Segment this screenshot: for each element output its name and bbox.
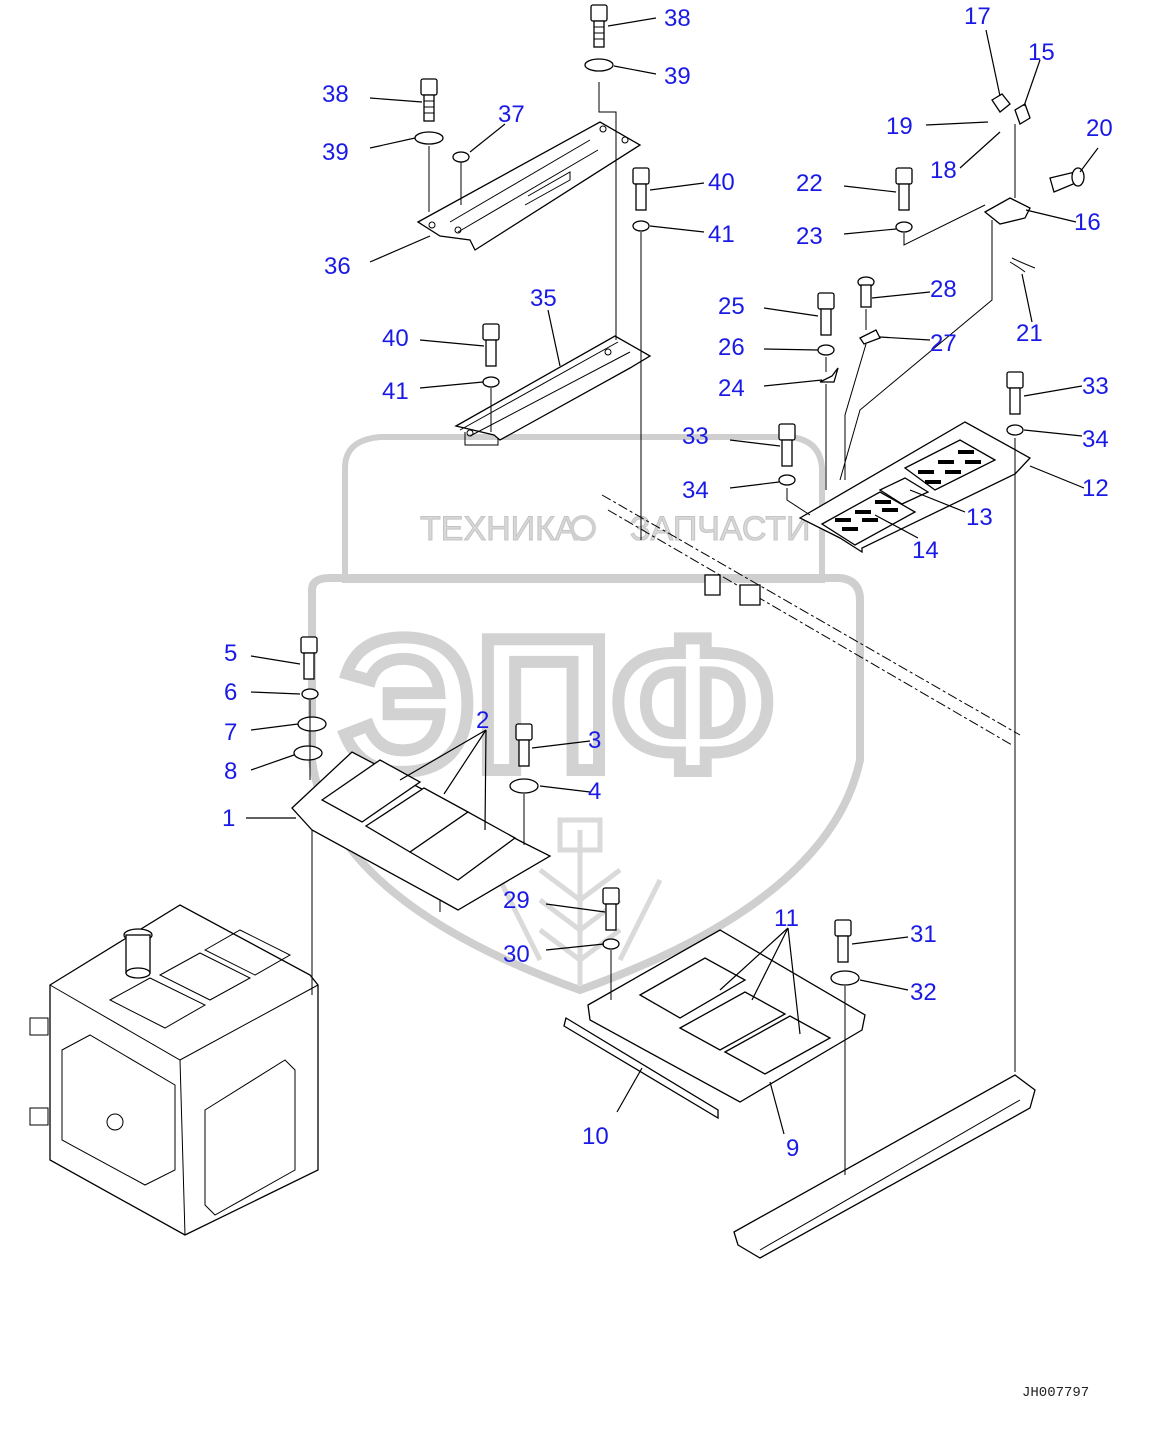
callout-40-right: 40 [708, 169, 735, 196]
callout-2: 2 [476, 707, 489, 734]
clip-24 [819, 367, 839, 383]
lower-rail [733, 1074, 1036, 1259]
watermark-text-left: ТЕХНИКА [420, 510, 578, 548]
bolt-38-right [590, 4, 608, 48]
bolt-29 [602, 887, 620, 931]
bolt-38-left [420, 78, 438, 122]
latch-assembly [983, 93, 1085, 273]
floor-plate-12 [798, 421, 1032, 554]
bolt-31 [834, 919, 852, 963]
bolt-40-right [632, 167, 650, 211]
leader-lines [246, 17, 1099, 1135]
callout-41-right: 41 [708, 221, 735, 248]
washer-32 [830, 970, 860, 986]
callout-8: 8 [224, 758, 237, 785]
callout-40-left: 40 [382, 325, 409, 352]
callout-23: 23 [796, 223, 823, 250]
callout-4: 4 [588, 778, 601, 805]
callout-38-left: 38 [322, 81, 349, 108]
bolt-25 [817, 292, 835, 336]
bolt-22 [895, 167, 913, 211]
washer-8 [293, 745, 323, 761]
callout-39-right: 39 [664, 63, 691, 90]
callout-11: 11 [774, 905, 799, 932]
nut-37 [452, 151, 470, 163]
washer-39-left [414, 131, 444, 145]
callout-33-left: 33 [682, 423, 709, 450]
callout-10: 10 [582, 1123, 609, 1150]
callout-9: 9 [786, 1135, 799, 1162]
callout-19: 19 [886, 113, 913, 140]
washer-34-right [1006, 424, 1024, 436]
callout-7: 7 [224, 719, 237, 746]
bracket-36 [416, 121, 642, 251]
callout-27: 27 [930, 330, 957, 357]
bolt-33-right [1006, 371, 1024, 415]
washer-41-right [632, 220, 650, 232]
callout-5: 5 [224, 640, 237, 667]
callout-29: 29 [503, 887, 530, 914]
callout-37: 37 [498, 101, 525, 128]
callout-34-left: 34 [682, 477, 709, 504]
drawing-code: JH007797 [1022, 1385, 1089, 1401]
clip-27 [859, 329, 881, 345]
callout-1: 1 [222, 805, 235, 832]
projection-lines [309, 82, 1016, 1175]
callout-26: 26 [718, 334, 745, 361]
callout-30: 30 [503, 941, 530, 968]
seal-strip-10 [563, 1016, 719, 1120]
washer-41-left [482, 376, 500, 388]
callout-33-right: 33 [1082, 373, 1109, 400]
floor-plate-9 [587, 929, 866, 1103]
callouts: 1 2 3 4 5 6 7 8 9 10 11 12 13 14 15 16 1… [222, 3, 1113, 1162]
callout-25: 25 [718, 293, 745, 320]
washer-6 [301, 688, 319, 700]
bolt-33-left [778, 423, 796, 467]
callout-36: 36 [324, 253, 351, 280]
gear-icon [570, 515, 596, 541]
washer-7 [297, 716, 327, 732]
callout-3: 3 [588, 727, 601, 754]
callout-16: 16 [1074, 209, 1101, 236]
callout-38-right: 38 [664, 5, 691, 32]
callout-41-left: 41 [382, 378, 409, 405]
callout-39-left: 39 [322, 139, 349, 166]
callout-12: 12 [1082, 475, 1109, 502]
bolt-5 [300, 636, 318, 680]
washer-39-right [584, 58, 614, 72]
side-rail-clips [704, 574, 761, 606]
watermark-text-right: ЗАПЧАСТИ [630, 510, 811, 548]
callout-21: 21 [1016, 320, 1043, 347]
bolt-28 [857, 276, 875, 308]
callout-6: 6 [224, 679, 237, 706]
washer-34-left [778, 474, 796, 486]
callout-24: 24 [718, 375, 745, 402]
parts-artwork [29, 4, 1085, 1259]
callout-34-right: 34 [1082, 426, 1109, 453]
callout-13: 13 [966, 504, 993, 531]
step-plate-1 [291, 751, 552, 912]
washer-23 [895, 221, 913, 233]
callout-20: 20 [1086, 115, 1113, 142]
bolt-40-left [482, 323, 500, 367]
callout-31: 31 [910, 921, 937, 948]
callout-15: 15 [1028, 39, 1055, 66]
callout-35: 35 [530, 285, 557, 312]
callout-18: 18 [930, 157, 957, 184]
tank-assembly [29, 904, 319, 1236]
callout-14: 14 [912, 537, 939, 564]
washer-26 [817, 344, 835, 356]
bolt-3 [515, 723, 533, 767]
callout-17: 17 [964, 3, 991, 30]
side-rail-centerline [601, 494, 1021, 746]
callout-22: 22 [796, 170, 823, 197]
callout-28: 28 [930, 276, 957, 303]
callout-32: 32 [910, 979, 937, 1006]
rail-35 [454, 335, 652, 446]
washer-30 [602, 938, 620, 950]
washer-4 [509, 778, 539, 794]
